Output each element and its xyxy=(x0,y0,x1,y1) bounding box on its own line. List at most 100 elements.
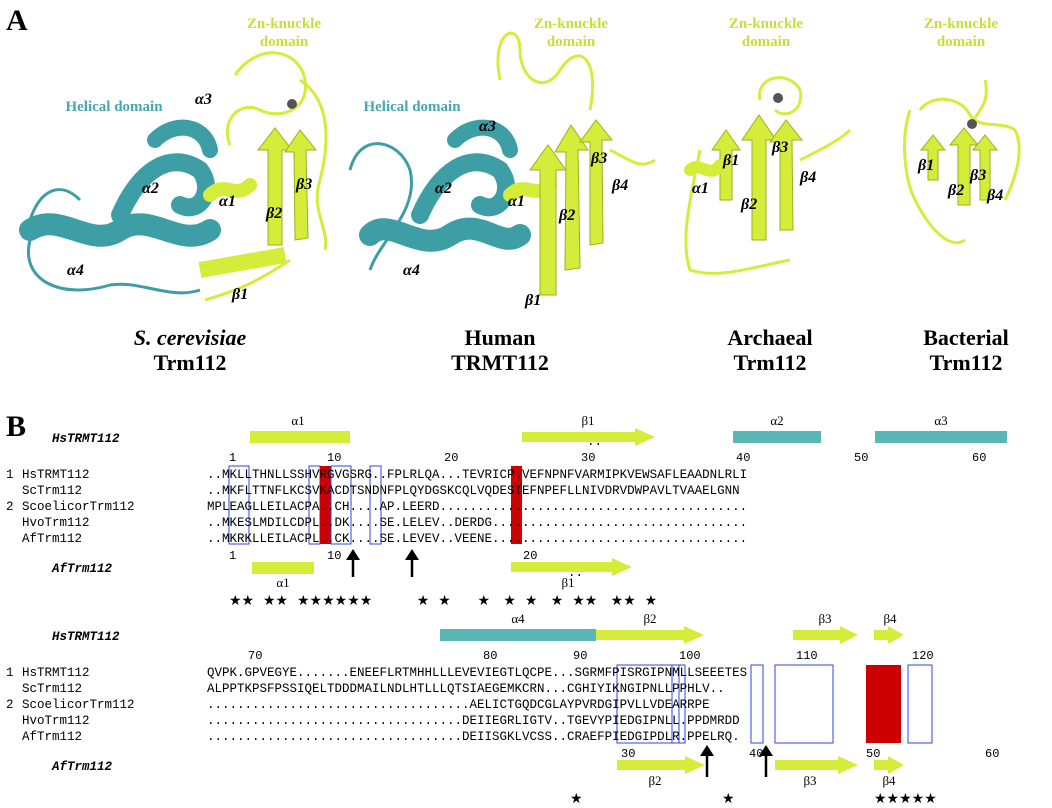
block2-row-5-name: AfTrm112 xyxy=(22,730,82,744)
block1-bottom-helix-a1 xyxy=(252,562,314,574)
block1-ruler-40: 40 xyxy=(736,451,750,465)
block2-bottom-ruler: 30 40 50 60 xyxy=(621,747,999,761)
block2-ruler-90: 90 xyxy=(573,649,587,663)
block2-top-ss-b4: β4 xyxy=(883,611,897,626)
block1-ruler-60: 60 xyxy=(972,451,986,465)
block2-row-2-name: ScTrm112 xyxy=(22,682,82,696)
structure-scerevisiae: Zn-knuckle domain Helical domain α3 α2 α… xyxy=(19,16,328,303)
helical-label-2: Helical domain xyxy=(363,99,461,115)
block1-ruler-1: 1 xyxy=(229,451,236,465)
block1-bottom-struct-name: AfTrm112 xyxy=(51,562,113,576)
block1-row-4-seq: ..MKESLMDILCDPL..DK....SE.LELEV..DERDG..… xyxy=(207,516,747,530)
block2-row-3-name: ScoelicorTrm112 xyxy=(22,698,135,712)
block2-ruler-120: 120 xyxy=(912,649,934,663)
ss-label-2-a3: α3 xyxy=(479,118,496,135)
structure-human: Zn-knuckle domain Helical domain α3 α2 α… xyxy=(348,16,656,309)
ss-label-3-b1: β1 xyxy=(722,152,739,169)
caption-3-protein: Trm112 xyxy=(734,350,807,375)
block1-ruler-30: 30 xyxy=(581,451,595,465)
block1-row-3-seq: MPLEAGLLEILACPA..CH....AP.LEERD.........… xyxy=(207,500,747,514)
block2-ruler-80: 80 xyxy=(483,649,497,663)
ss-label-2-a2: α2 xyxy=(435,180,452,197)
block1-ruler-50: 50 xyxy=(854,451,868,465)
block1-row-5-seq: ..MKRKLLEILACPL..CK....SE.LEVEV..VEENE..… xyxy=(207,532,747,546)
block2-conservation-stars-a: ★ xyxy=(570,791,583,807)
panel-a-letter: A xyxy=(6,4,28,37)
block2-top-strand-b4 xyxy=(874,626,904,644)
block1-row-1-seq: ..MKLLTHNLLSSHVRGVGSRG..FPLRLQA...TEVRIC… xyxy=(207,468,747,482)
block2-bruler-40: 40 xyxy=(749,747,763,761)
block2-top-ss-a4: α4 xyxy=(511,611,525,626)
zn-label-1b: domain xyxy=(260,34,309,50)
block1-top-ss-a3: α3 xyxy=(934,413,947,428)
block1-top-helix-a1 xyxy=(250,431,350,443)
block1-top-ss-a2: α2 xyxy=(770,413,783,428)
block2-ruler-100: 100 xyxy=(679,649,701,663)
caption-2-protein: TRMT112 xyxy=(451,350,549,375)
block1-top-ruler: 1 10 20 30 40 50 60 xyxy=(229,451,986,465)
caption-1-protein: Trm112 xyxy=(154,350,227,375)
block2-arrows xyxy=(700,745,773,777)
ss-label-2-b1: β1 xyxy=(524,292,541,309)
ss-label-3-b2: β2 xyxy=(740,196,757,213)
caption-1-organism: S. cerevisiae xyxy=(134,325,247,350)
block2-bottom-ss-b3: β3 xyxy=(803,773,816,788)
block2-bottom-struct-name: AfTrm112 xyxy=(51,760,113,774)
ss-label-1-a3: α3 xyxy=(195,91,212,108)
ss-label-1-b1: β1 xyxy=(231,286,248,303)
block2-row-5-seq: ..................................DEIISG… xyxy=(207,730,740,744)
ss-label-4-b3: β3 xyxy=(969,167,986,184)
block1-row-2-name: ScTrm112 xyxy=(22,484,82,498)
alignment-block-1: HsTRMT112 α1 β1 .. α2 α3 1 10 20 30 40 5… xyxy=(6,413,1007,609)
block1-row-1-group: 1 xyxy=(6,468,14,482)
caption-2-organism: Human xyxy=(465,325,536,350)
block2-top-helix-a4 xyxy=(440,629,596,641)
block2-bruler-30: 30 xyxy=(621,747,635,761)
block1-row-2-seq: ..MKFLTTNFLKCSVKACDTSNDNFPLQYDGSKCQLVQDE… xyxy=(207,484,740,498)
block2-top-strand-b2 xyxy=(596,626,704,644)
block2-bruler-50: 50 xyxy=(866,747,880,761)
zn-label-4b: domain xyxy=(937,34,986,50)
ss-label-3-a1: α1 xyxy=(692,180,709,197)
block1-ruler-20: 20 xyxy=(444,451,458,465)
block2-row-4-seq: ..................................DEIIEG… xyxy=(207,714,740,728)
block2-conservation-stars-b: ★ xyxy=(722,791,735,807)
block1-top-ss-a1: α1 xyxy=(291,413,304,428)
block1-bottom-strand-b1 xyxy=(511,558,632,576)
block2-ruler-110: 110 xyxy=(796,649,818,663)
zn-label-2a: Zn-knuckle xyxy=(534,16,609,32)
zn-label-2b: domain xyxy=(547,34,596,50)
block2-bruler-60: 60 xyxy=(985,747,999,761)
panel-b-letter: B xyxy=(6,410,26,443)
ss-label-1-a2: α2 xyxy=(142,180,159,197)
block1-arrows xyxy=(346,549,419,577)
block1-bruler-20: 20 xyxy=(523,549,537,563)
block2-row-1-group: 1 xyxy=(6,666,14,680)
block1-top-helix-a3 xyxy=(875,431,1007,443)
block1-row-1-name: HsTRMT112 xyxy=(22,468,90,482)
block1-bottom-ss-b1: β1 xyxy=(561,575,574,590)
block1-top-helix-a2 xyxy=(733,431,821,443)
alignment-block-2: HsTRMT112 α4 β2 β3 β4 70 80 90 100 110 1… xyxy=(6,611,999,807)
block1-top-ss-b1: β1 xyxy=(581,413,594,428)
ss-label-4-b1: β1 xyxy=(917,157,934,174)
zn-label-4a: Zn-knuckle xyxy=(924,16,999,32)
block1-ruler-10: 10 xyxy=(327,451,341,465)
block2-bottom-ss-b4: β4 xyxy=(882,773,896,788)
caption-3-organism: Archaeal xyxy=(727,325,812,350)
structure-archaeal: Zn-knuckle domain β1 β3 α1 β4 β2 xyxy=(684,16,852,275)
block1-bruler-10: 10 xyxy=(327,549,341,563)
block2-row-1-seq: QVPK.GPVEGYE.......ENEEFLRTMHHLLLEVEVIEG… xyxy=(207,666,747,680)
ss-label-1-b2: β2 xyxy=(265,205,282,222)
structure-bacterial: Zn-knuckle domain β1 β2 β3 β4 xyxy=(903,16,1021,244)
block2-bottom-strand-b2 xyxy=(617,756,705,774)
block1-bottom-ruler: 1 10 20 xyxy=(229,549,537,563)
block2-ruler-70: 70 xyxy=(248,649,262,663)
block2-row-1-name: HsTRMT112 xyxy=(22,666,90,680)
helical-label-1: Helical domain xyxy=(65,99,163,115)
block1-row-5-name: AfTrm112 xyxy=(22,532,82,546)
block1-top-dots: .. xyxy=(587,435,602,449)
zn-label-1a: Zn-knuckle xyxy=(247,16,322,32)
block2-row-3-seq: ...................................AELIC… xyxy=(207,698,710,712)
